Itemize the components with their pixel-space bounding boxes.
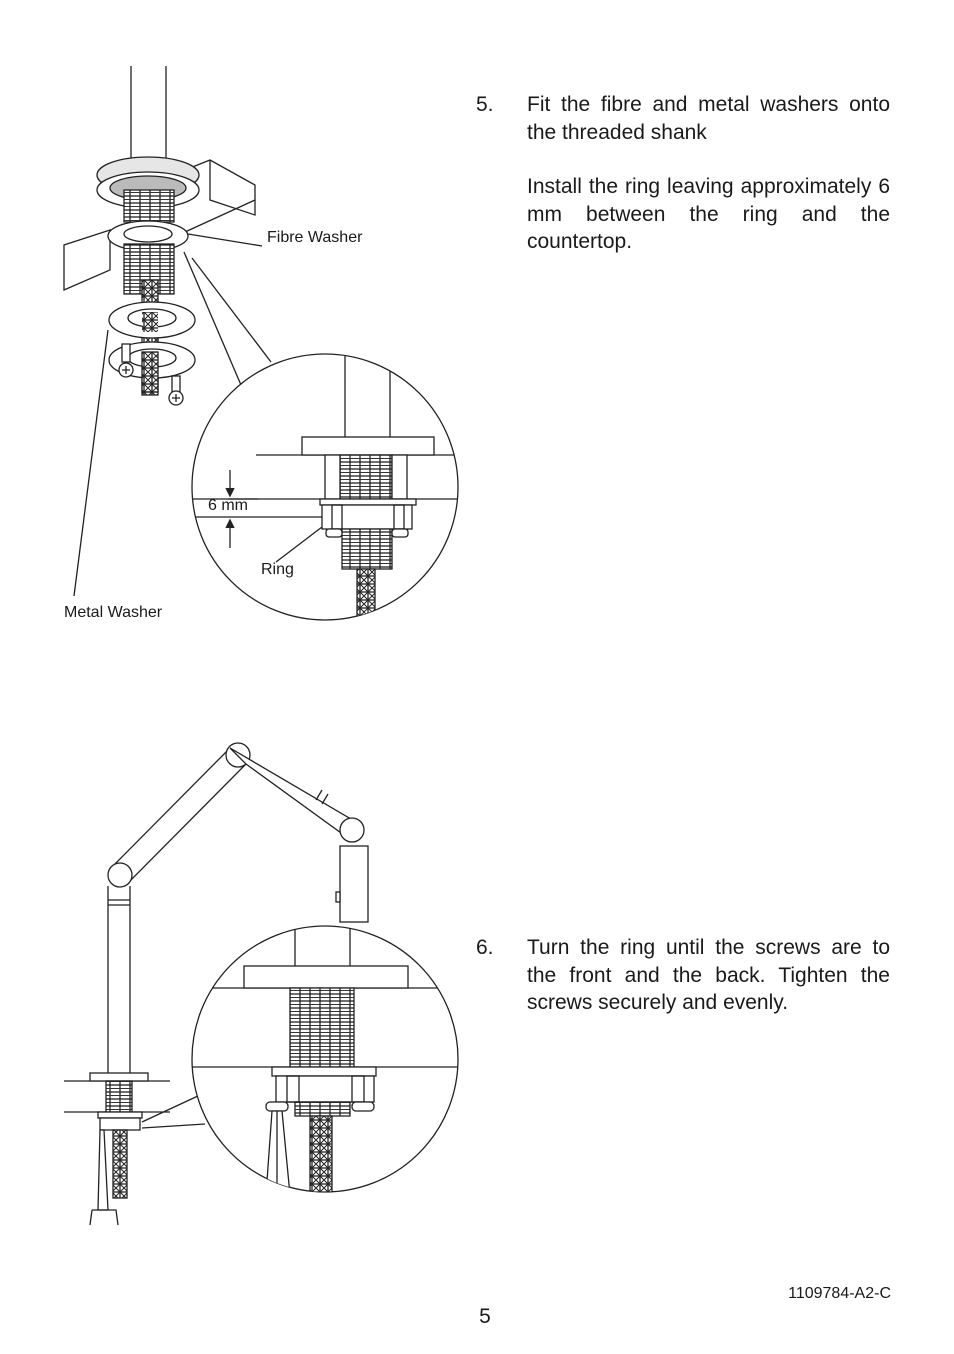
page-number: 5 xyxy=(479,1305,491,1328)
step-paragraph: Install the ring leaving approximately 6… xyxy=(527,175,890,253)
document-id: 1109784-A2-C xyxy=(788,1285,891,1302)
step-number: 6. xyxy=(476,936,494,959)
step-5: 5. Fit the fibre and metal washers onto … xyxy=(476,91,890,283)
ring-label: Ring xyxy=(261,561,294,578)
step-6: 6. Turn the ring until the screws are to… xyxy=(476,934,890,1044)
step-paragraph: Turn the ring until the screws are to th… xyxy=(527,936,890,1014)
fibre-washer-label: Fibre Washer xyxy=(267,229,363,246)
gap-dimension-label: 6 mm xyxy=(208,497,248,514)
step-number: 5. xyxy=(476,93,494,116)
metal-washer-label: Metal Washer xyxy=(64,604,163,621)
step-paragraph: Fit the fibre and metal washers onto the… xyxy=(527,93,890,144)
